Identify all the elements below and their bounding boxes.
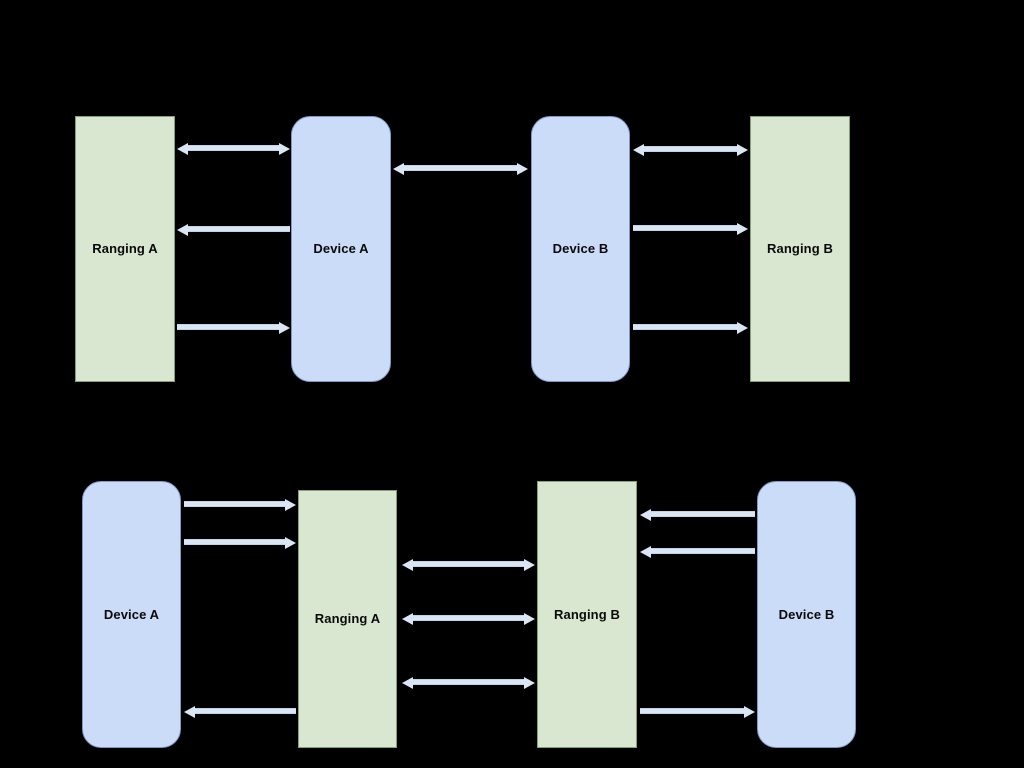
node-bot-ranging-a[interactable]: Ranging A bbox=[298, 490, 397, 748]
connector-shaft bbox=[651, 548, 755, 554]
arrowhead-right-icon bbox=[279, 143, 290, 155]
arrowhead-right-icon bbox=[524, 613, 535, 625]
node-label: Device A bbox=[103, 606, 160, 622]
connector-shaft bbox=[184, 539, 285, 545]
arrowhead-right-icon bbox=[285, 537, 296, 549]
node-label: Device A bbox=[313, 241, 369, 257]
arrowhead-right-icon bbox=[737, 223, 748, 235]
connector-shaft bbox=[413, 615, 524, 621]
arrowhead-left-icon bbox=[393, 163, 404, 175]
node-label: Ranging A bbox=[92, 241, 158, 257]
arrowhead-left-icon bbox=[402, 613, 413, 625]
node-top-ranging-b[interactable]: Ranging B bbox=[750, 116, 850, 382]
arrowhead-left-icon bbox=[640, 546, 651, 558]
arrowhead-right-icon bbox=[737, 322, 748, 334]
connector-shaft bbox=[633, 324, 737, 330]
node-bot-device-a[interactable]: Device A bbox=[82, 481, 181, 748]
node-label: Device B bbox=[552, 241, 609, 257]
connector-shaft bbox=[188, 145, 279, 151]
arrowhead-left-icon bbox=[402, 559, 413, 571]
arrowhead-left-icon bbox=[633, 144, 644, 156]
connector-shaft bbox=[633, 225, 737, 231]
arrowhead-left-icon bbox=[402, 677, 413, 689]
node-top-device-b[interactable]: Device B bbox=[531, 116, 630, 382]
connector-shaft bbox=[188, 226, 290, 232]
connector-shaft bbox=[413, 561, 524, 567]
arrowhead-left-icon bbox=[640, 509, 651, 521]
arrowhead-left-icon bbox=[177, 143, 188, 155]
node-top-ranging-a[interactable]: Ranging A bbox=[75, 116, 175, 382]
connector-shaft bbox=[177, 324, 279, 330]
arrowhead-right-icon bbox=[524, 677, 535, 689]
arrowhead-right-icon bbox=[285, 499, 296, 511]
node-label: Ranging B bbox=[554, 606, 620, 622]
arrowhead-right-icon bbox=[737, 144, 748, 156]
node-bot-device-b[interactable]: Device B bbox=[757, 481, 856, 748]
node-bot-ranging-b[interactable]: Ranging B bbox=[537, 481, 637, 748]
connector-shaft bbox=[640, 708, 744, 714]
connector-shaft bbox=[651, 511, 755, 517]
connector-shaft bbox=[404, 165, 517, 171]
node-label: Device B bbox=[778, 606, 835, 622]
node-label: Ranging A bbox=[314, 611, 381, 627]
node-top-device-a[interactable]: Device A bbox=[291, 116, 391, 382]
connector-shaft bbox=[644, 146, 737, 152]
arrowhead-right-icon bbox=[279, 322, 290, 334]
arrowhead-right-icon bbox=[744, 706, 755, 718]
connector-shaft bbox=[184, 501, 285, 507]
arrowhead-left-icon bbox=[177, 224, 188, 236]
arrowhead-right-icon bbox=[524, 559, 535, 571]
arrowhead-right-icon bbox=[517, 163, 528, 175]
connector-shaft bbox=[195, 708, 296, 714]
connector-shaft bbox=[413, 679, 524, 685]
node-label: Ranging B bbox=[767, 241, 833, 257]
arrowhead-left-icon bbox=[184, 706, 195, 718]
